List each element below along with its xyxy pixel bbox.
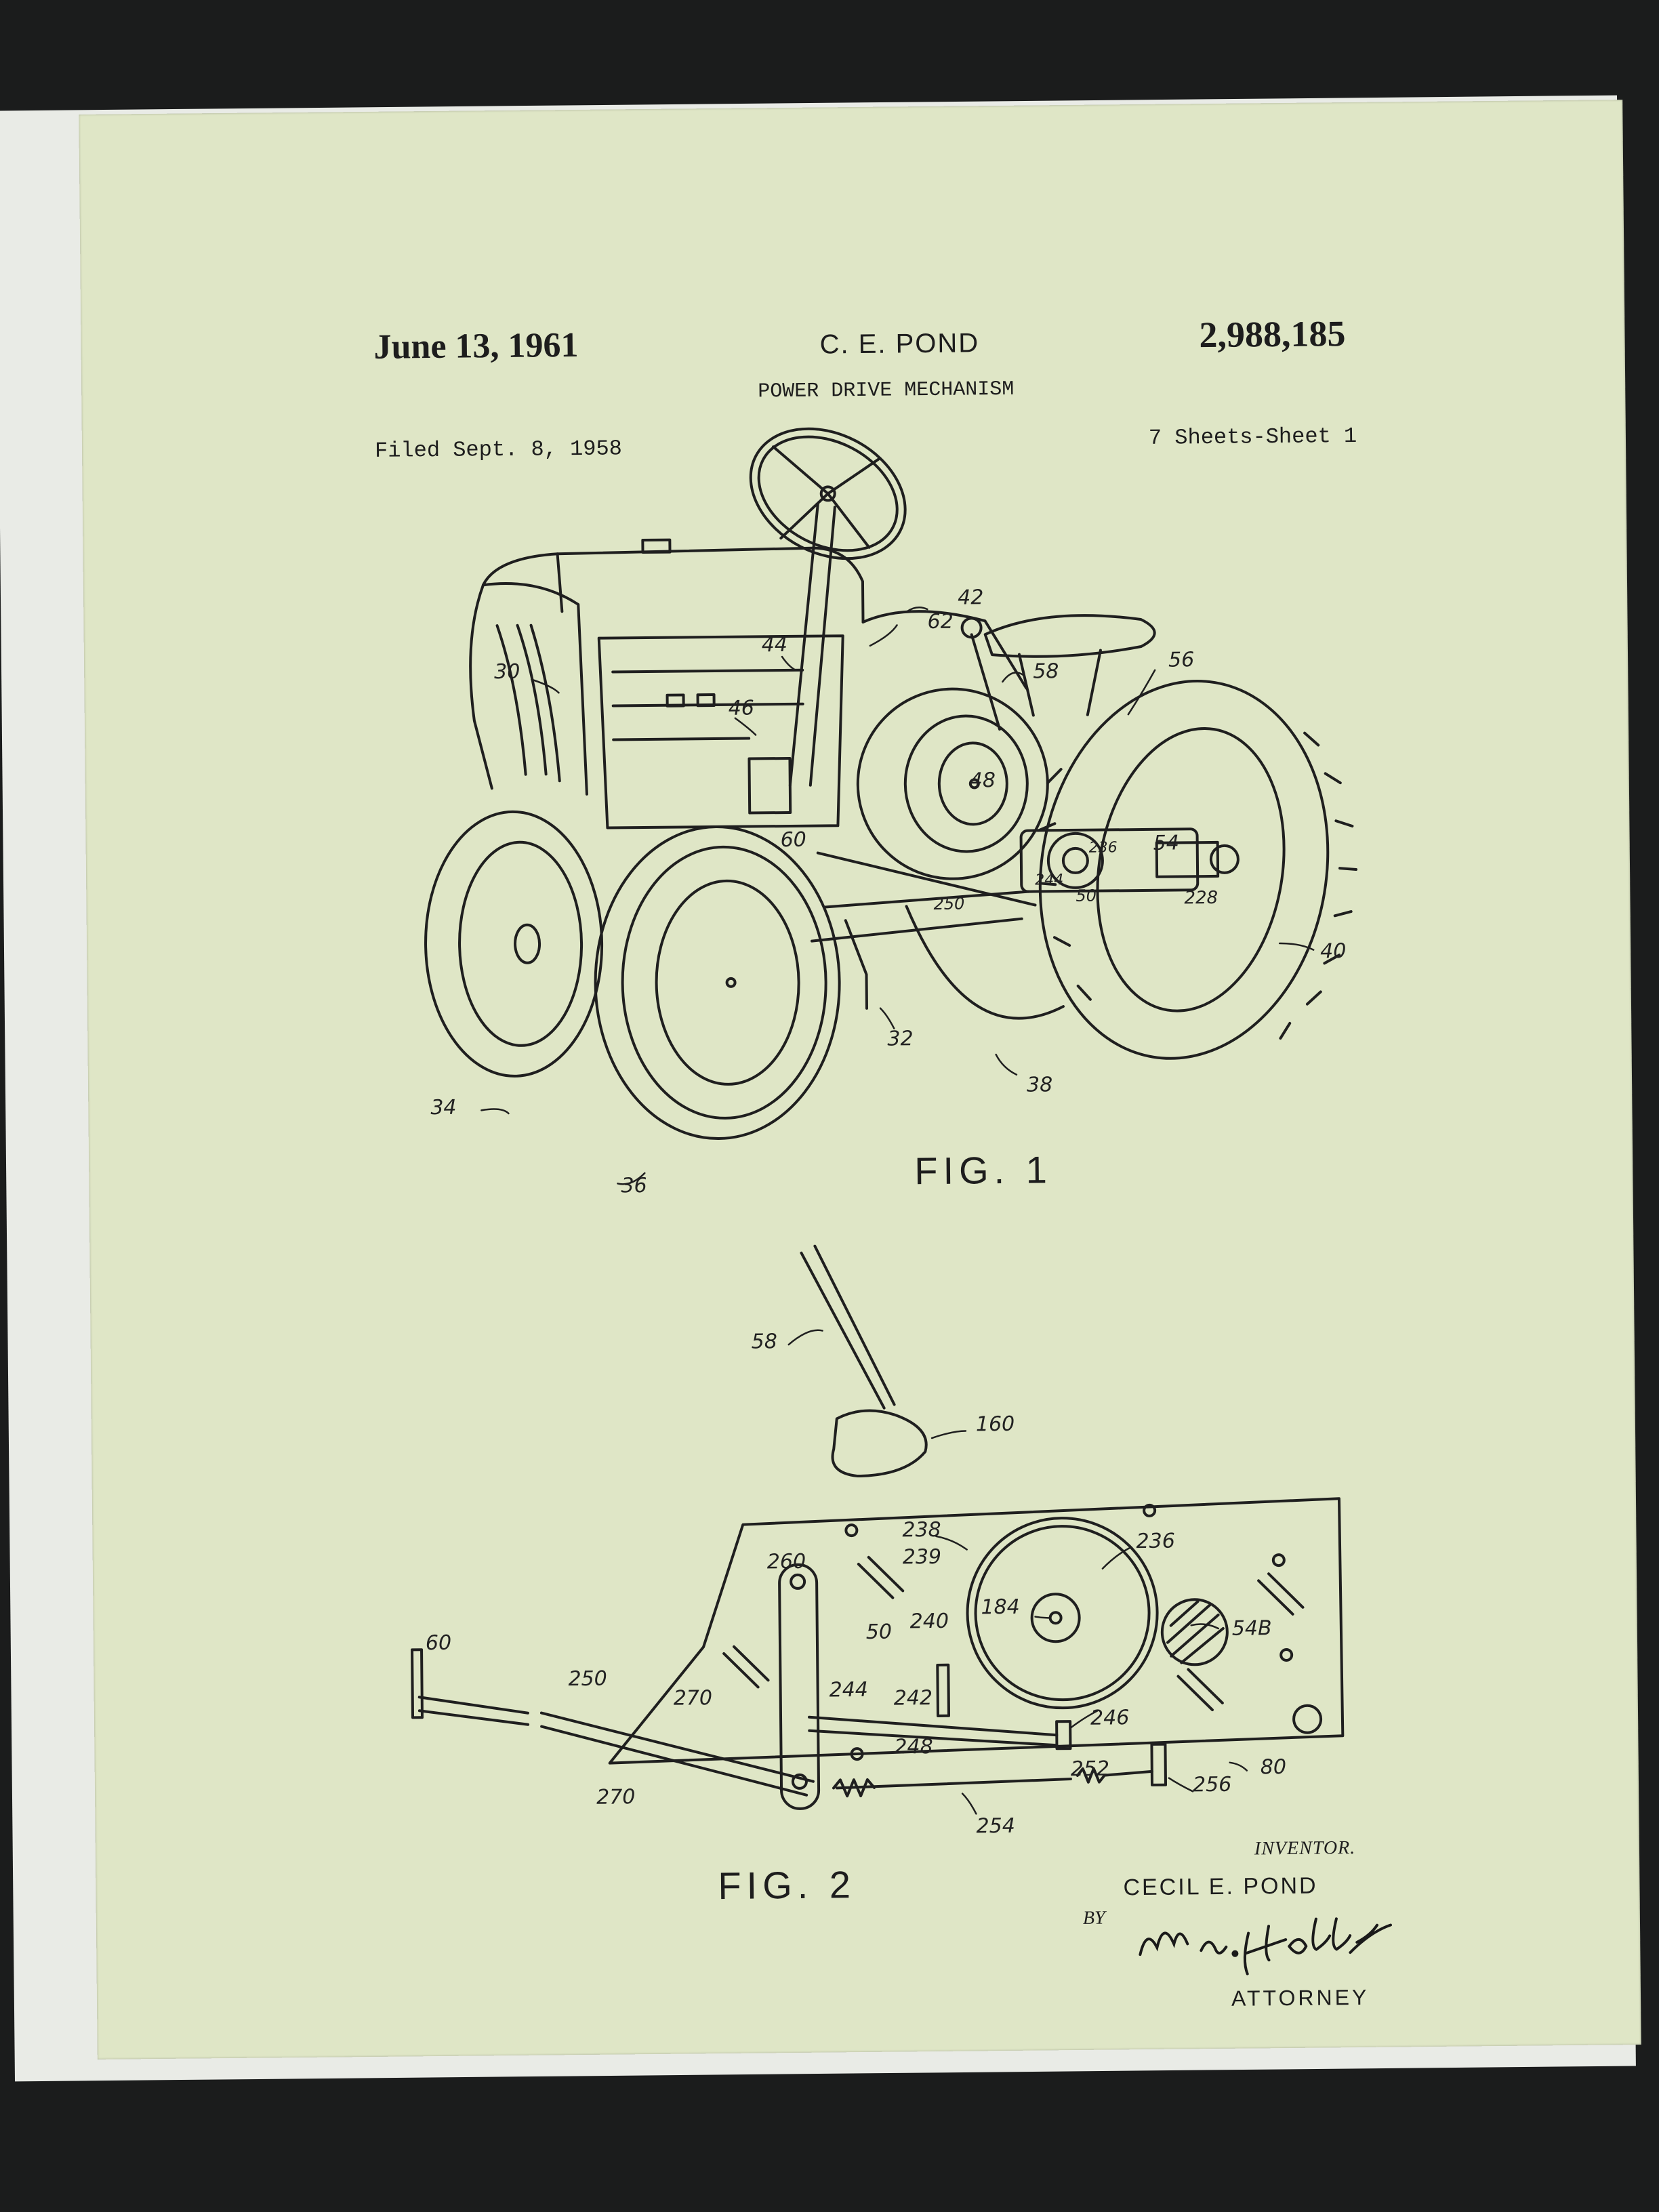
middle-tire	[905, 905, 1065, 1020]
svg-text:250: 250	[568, 1667, 607, 1692]
svg-text:160: 160	[976, 1412, 1015, 1437]
svg-text:254: 254	[976, 1814, 1015, 1839]
fig2-gearbox-illustration	[411, 1244, 1345, 1810]
svg-text:236: 236	[1089, 839, 1118, 856]
svg-text:44: 44	[762, 633, 788, 657]
svg-text:240: 240	[910, 1610, 949, 1634]
svg-text:56: 56	[1168, 648, 1195, 672]
front-wheel-right	[594, 825, 841, 1141]
svg-text:48: 48	[970, 769, 996, 792]
figure-2-caption: FIG. 2	[718, 1863, 857, 1908]
svg-text:58: 58	[1033, 659, 1059, 683]
attorney-signature	[1139, 1917, 1393, 1975]
fig1-tractor-illustration	[424, 427, 1358, 1141]
svg-text:244: 244	[829, 1678, 868, 1702]
svg-text:80: 80	[1261, 1755, 1287, 1779]
svg-text:242: 242	[894, 1686, 933, 1711]
attorney-label: ATTORNEY	[1231, 1984, 1370, 2011]
svg-text:36: 36	[621, 1174, 647, 1197]
svg-text:60: 60	[780, 828, 806, 852]
patent-drawings: 30 44 46 62 42 58 56 48 60 236 54 244 25…	[411, 427, 1393, 1975]
tractor-hood	[469, 538, 865, 796]
inventor-label: INVENTOR.	[1254, 1837, 1356, 1860]
svg-text:238: 238	[902, 1518, 941, 1542]
svg-text:252: 252	[1071, 1757, 1110, 1782]
svg-text:228: 228	[1184, 888, 1218, 908]
steering-wheel	[749, 427, 907, 560]
svg-text:54B: 54B	[1232, 1616, 1272, 1641]
front-wheel-left	[424, 810, 604, 1078]
svg-text:54: 54	[1153, 831, 1180, 855]
svg-text:256: 256	[1193, 1773, 1232, 1797]
svg-text:248: 248	[894, 1735, 933, 1759]
tractor-engine	[597, 634, 844, 830]
transmission-housing	[856, 610, 1049, 880]
by-label: BY	[1082, 1907, 1105, 1929]
svg-text:270: 270	[674, 1686, 713, 1711]
svg-text:236: 236	[1136, 1530, 1175, 1554]
svg-text:250: 250	[933, 895, 964, 914]
svg-text:60: 60	[426, 1631, 452, 1655]
svg-text:58: 58	[752, 1330, 778, 1353]
tractor-seat	[983, 614, 1156, 717]
svg-text:40: 40	[1320, 939, 1347, 963]
svg-text:244: 244	[1035, 872, 1063, 888]
rear-wheel	[1037, 680, 1358, 1060]
svg-text:34: 34	[430, 1096, 457, 1120]
svg-text:184: 184	[981, 1595, 1020, 1620]
svg-text:260: 260	[767, 1550, 806, 1574]
svg-text:46: 46	[729, 696, 755, 720]
patent-sheet: June 13, 1961 C. E. POND 2,988,185 POWER…	[79, 100, 1641, 2060]
svg-text:30: 30	[494, 660, 520, 684]
svg-text:32: 32	[887, 1027, 914, 1050]
inventor-full-name: CECIL E. POND	[1123, 1872, 1318, 1901]
figure-1-caption: FIG. 1	[914, 1148, 1053, 1193]
svg-text:62: 62	[927, 610, 954, 634]
svg-text:270: 270	[596, 1785, 636, 1809]
svg-text:246: 246	[1090, 1706, 1130, 1730]
svg-text:50: 50	[866, 1620, 893, 1644]
svg-text:239: 239	[903, 1545, 942, 1570]
svg-text:50: 50	[1076, 886, 1097, 905]
rear-axle-housing	[1019, 827, 1240, 893]
svg-text:42: 42	[958, 586, 984, 609]
svg-text:38: 38	[1027, 1073, 1053, 1097]
